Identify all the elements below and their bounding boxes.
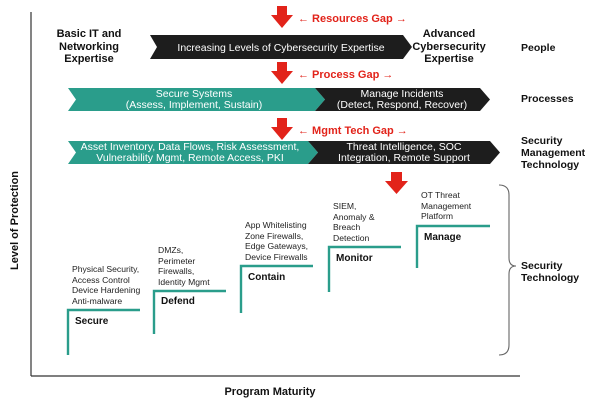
label-line: Expertise [64, 53, 114, 65]
category-people: People [521, 42, 556, 54]
band-line: Secure Systems [155, 88, 233, 100]
band-line: Integration, Remote Support [338, 152, 470, 164]
x-axis-title: Program Maturity [224, 386, 316, 398]
band-line: (Assess, Implement, Sustain) [125, 99, 263, 111]
band-line: Manage Incidents [360, 88, 444, 100]
security-mgmt-right-band [308, 141, 500, 164]
step-item: Detection [333, 232, 370, 243]
processes-right-band [315, 88, 490, 111]
step-monitor-label: Monitor [336, 253, 373, 264]
label-line: Cybersecurity [412, 40, 486, 53]
down-arrow-icon [271, 6, 293, 28]
step-item: Access Control [72, 274, 130, 285]
security-technology-bracket [498, 184, 517, 356]
category-line: Security [521, 260, 563, 272]
y-axis-title: Level of Protection [9, 171, 21, 270]
security-mgmt-right-text: Threat Intelligence, SOC Integration, Re… [316, 142, 492, 164]
step-secure-label: Secure [75, 316, 109, 327]
step-item: Breach [333, 222, 361, 232]
basic-it-expertise-label: Basic IT and Networking Expertise [48, 28, 130, 66]
security-mgmt-left-text: Asset Inventory, Data Flows, Risk Assess… [76, 142, 304, 164]
step-item: Physical Security, [72, 264, 140, 274]
down-arrow-icon [271, 62, 293, 84]
step-item: Perimeter [158, 255, 196, 266]
band-line: Vulnerability Mgmt, Remote Access, PKI [96, 152, 284, 164]
band-line: Threat Intelligence, SOC [346, 141, 462, 153]
step-manage-items: OT Threat Management Platform [421, 190, 471, 222]
category-security-technology: Security Technology [521, 260, 579, 284]
step-item: DMZs, [158, 245, 184, 255]
expertise-arrow-label: Increasing Levels of Cybersecurity Exper… [177, 42, 384, 54]
mgmt-tech-gap-label: ← Mgmt Tech Gap → [298, 125, 408, 137]
label-line: Networking [59, 40, 119, 53]
step-monitor-items: SIEM, Anomaly & Breach Detection [333, 201, 375, 243]
step-item: Anti-malware [72, 295, 123, 306]
process-gap-label: ← Process Gap → [298, 69, 394, 81]
expertise-arrow [150, 35, 412, 59]
step-item: Zone Firewalls, [245, 230, 304, 241]
step-item: Identity Mgmt [158, 276, 210, 287]
down-arrow-icon [385, 172, 408, 194]
category-line: Technology [521, 272, 580, 284]
security-mgmt-left-band [68, 141, 318, 164]
step-item: SIEM, [333, 201, 357, 211]
category-processes: Processes [521, 93, 574, 105]
step-defend-label: Defend [161, 296, 195, 307]
processes-right-text: Manage Incidents (Detect, Respond, Recov… [322, 89, 482, 111]
label-line: Advanced [422, 28, 476, 40]
down-arrow-icon [271, 118, 293, 140]
processes-left-text: Secure Systems (Assess, Implement, Susta… [78, 89, 310, 111]
category-line: Management [521, 147, 586, 159]
step-manage-label: Manage [424, 232, 462, 243]
step-item: Anomaly & [333, 211, 375, 222]
band-line: Asset Inventory, Data Flows, Risk Assess… [80, 141, 300, 153]
band-line: (Detect, Respond, Recover) [336, 99, 468, 111]
step-secure-items: Physical Security, Access Control Device… [72, 264, 140, 306]
step-item: Firewalls, [158, 266, 195, 276]
step-item: Device Hardening [72, 285, 141, 295]
advanced-cybersecurity-expertise-label: Advanced Cybersecurity Expertise [408, 28, 490, 66]
step-item: OT Threat [421, 190, 460, 200]
step-contain-items: App Whitelisting Zone Firewalls, Edge Ga… [245, 220, 308, 262]
resources-gap-label: ← Resources Gap → [298, 13, 407, 25]
step-item: Device Firewalls [245, 251, 308, 262]
label-line: Expertise [424, 53, 474, 65]
step-item: Edge Gateways, [245, 241, 309, 251]
step-item: Platform [421, 211, 453, 221]
category-line: Technology [521, 159, 580, 171]
maturity-staircase [66, 224, 490, 355]
processes-left-band [68, 88, 325, 111]
label-line: Basic IT and [56, 28, 122, 40]
step-item: Management [421, 200, 472, 211]
step-item: App Whitelisting [245, 220, 307, 230]
step-defend-items: DMZs, Perimeter Firewalls, Identity Mgmt [158, 245, 210, 287]
category-security-management-technology: Security Management Technology [521, 135, 585, 171]
category-line: Security [521, 135, 563, 147]
step-contain-label: Contain [248, 272, 286, 283]
